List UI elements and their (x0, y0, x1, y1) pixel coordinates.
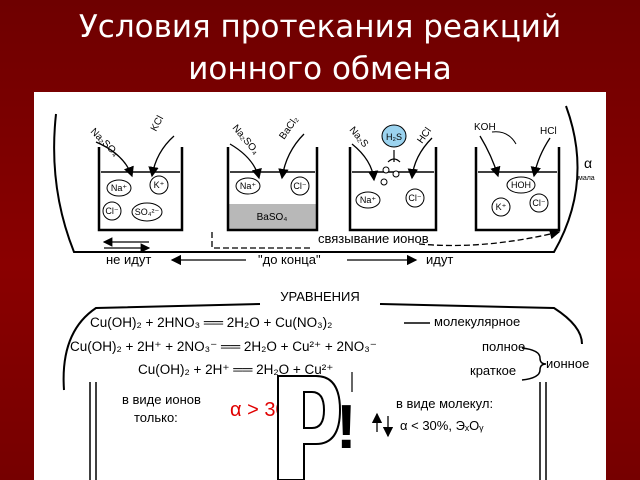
ion-label: Cl⁻ (105, 206, 118, 216)
gas-label: H₂S (386, 132, 402, 142)
reagent-label: KOH (474, 122, 496, 133)
reagent-label: BaCl₂ (277, 114, 301, 141)
ion-label: K⁺ (154, 180, 165, 190)
equation-full: Cu(OH)₂ + 2H⁺ + 2NO₃⁻ ══ 2H₂O + Cu²⁺ + 2… (70, 339, 377, 354)
ion-label: Na⁺ (240, 181, 257, 191)
ion-label: Cl⁻ (532, 198, 545, 208)
equation-short: Cu(OH)₂ + 2H⁺ ══ 2H₂O + Cu²⁺ (138, 362, 333, 377)
precipitate (228, 204, 317, 230)
ion-label: Na⁺ (360, 195, 377, 205)
exclamation-mark: ! (336, 393, 357, 462)
alpha-symbol: α (584, 155, 592, 171)
beaker-2: Na₂SO₄ BaCl₂ Na⁺ Cl⁻ BaSO₄ (226, 114, 319, 232)
equation-type: краткое (470, 363, 516, 378)
molecules-note-line2: α < 30%, ЭₓOᵧ (400, 418, 484, 433)
beaker-4: KOH HCl HOH K⁺ Cl⁻ α мала (474, 122, 595, 232)
reagent-label: Na₂S (347, 125, 371, 150)
reagent-label: KCl (149, 114, 166, 133)
not-go-label: не идут (106, 252, 151, 267)
reagent-label: HCl (415, 126, 434, 146)
equation-molecular: Cu(OH)₂ + 2HNO₃ ══ 2H₂O + Cu(NO₃)₂ (90, 315, 332, 330)
alpha-note: мала (578, 175, 595, 182)
equation-type: полное (482, 339, 525, 354)
ion-label: HOH (511, 180, 531, 190)
ions-note-line1: в виде ионов (122, 392, 201, 407)
reagent-label: HCl (540, 126, 557, 137)
ion-label: Na⁺ (111, 183, 128, 193)
ions-note-line2: только: (134, 410, 178, 425)
beaker-1: Na₂SO₄ KCl Na⁺ K⁺ Cl⁻ SO₄²⁻ (88, 114, 184, 232)
ionic-brace (521, 347, 547, 381)
ion-label: SO₄²⁻ (135, 207, 160, 217)
equation-type: молекулярное (434, 314, 520, 329)
ion-label: Cl⁻ (293, 181, 306, 191)
scheme-drawing: Na₂SO₄ KCl Na⁺ K⁺ Cl⁻ SO₄²⁻ Na₂SO₄ BaCl₂… (53, 105, 595, 480)
binding-label: связывание ионов (318, 231, 429, 246)
lower-frame-right (379, 303, 583, 345)
ion-label: K⁺ (496, 202, 507, 212)
slide-title: Условия протекания реакций ионного обмен… (0, 6, 640, 90)
upper-frame (53, 105, 579, 253)
title-line-2: ионного обмена (188, 51, 452, 87)
lower-frame-left (62, 303, 261, 391)
ion-label: Cl⁻ (408, 193, 421, 203)
gas-bubble (381, 124, 407, 148)
beaker-3: Na₂S HCl H₂S Na⁺ Cl⁻ (347, 124, 438, 232)
reagent-label: Na₂SO₄ (230, 123, 261, 157)
to-end-label: "до конца" (258, 252, 321, 267)
molecules-note-line1: в виде молекул: (396, 396, 493, 411)
ionic-label: ионное (546, 356, 589, 371)
title-line-1: Условия протекания реакций (78, 9, 562, 45)
precipitate-label: BaSO₄ (257, 212, 288, 223)
equations-header: УРАВНЕНИЯ (280, 289, 360, 304)
go-label: идут (426, 252, 453, 267)
slide-content: Na₂SO₄ KCl Na⁺ K⁺ Cl⁻ SO₄²⁻ Na₂SO₄ BaCl₂… (34, 92, 606, 480)
